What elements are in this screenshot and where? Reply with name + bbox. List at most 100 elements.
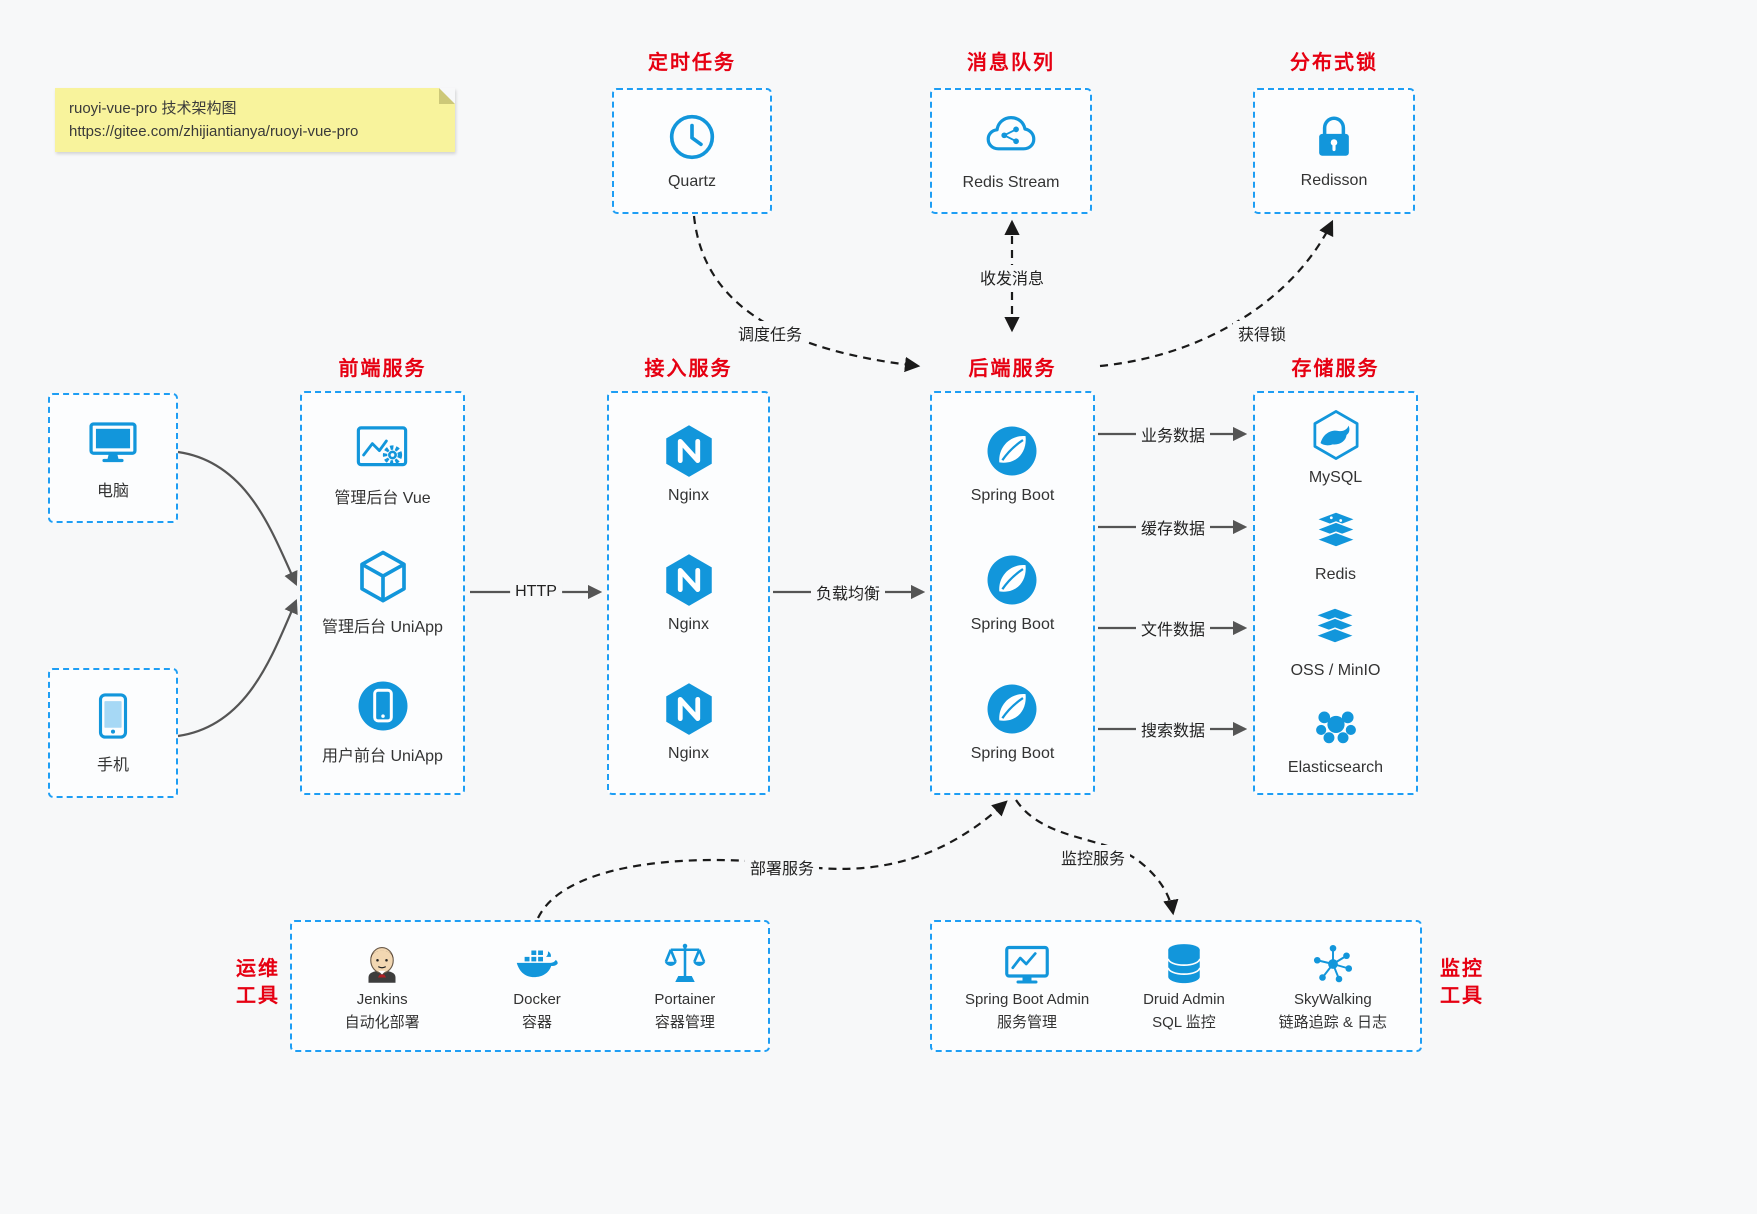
client-phone-label: 手机 (96, 757, 129, 774)
node-nginx-2: Nginx (661, 552, 717, 634)
monitoring-title-line1: 监控 (1440, 958, 1484, 980)
portainer-desc: 容器管理 (654, 1014, 715, 1031)
nginx-icon (661, 423, 717, 479)
message-queue-title: 消息队列 (967, 52, 1055, 74)
cloud-share-icon (984, 110, 1038, 164)
ops-tools-title: 运维 工具 (230, 956, 286, 1010)
skywalking-icon (1309, 940, 1357, 988)
edge-label-search-data: 搜索数据 (1135, 717, 1211, 741)
tool-spring-boot-admin: Spring Boot Admin 服务管理 (965, 940, 1089, 1032)
node-user-uniapp: 用户前台 UniApp (322, 678, 443, 766)
ops-title-line2: 工具 (236, 985, 280, 1007)
mysql-icon (1310, 409, 1362, 461)
springboot-label: Spring Boot (970, 615, 1055, 633)
tool-jenkins: Jenkins 自动化部署 (345, 940, 420, 1032)
druid-name: Druid Admin (1143, 991, 1225, 1008)
redis-stream-label: Redis Stream (962, 174, 1060, 191)
druid-icon (1160, 940, 1208, 988)
portainer-name: Portainer (654, 991, 716, 1008)
edge-label-load-balance: 负载均衡 (810, 580, 886, 604)
mysql-label: MySQL (1308, 469, 1363, 487)
nginx-label: Nginx (668, 745, 709, 763)
lock-icon (1309, 112, 1359, 162)
client-phone-box: 手机 (48, 668, 178, 798)
oss-stack-icon (1310, 604, 1360, 654)
user-app-icon (355, 678, 411, 734)
oss-label: OSS / MinIO (1290, 662, 1381, 680)
sba-name: Spring Boot Admin (964, 991, 1090, 1008)
distributed-lock-title: 分布式锁 (1290, 52, 1378, 74)
skywalking-name: SkyWalking (1293, 991, 1372, 1008)
node-admin-vue: 管理后台 Vue (334, 420, 431, 508)
node-nginx-1: Nginx (661, 423, 717, 505)
node-mysql: MySQL (1309, 409, 1362, 487)
edge-label-deploy: 部署服务 (744, 855, 820, 879)
skywalking-desc: 链路追踪 & 日志 (1278, 1014, 1388, 1031)
ops-title-line1: 运维 (236, 958, 280, 980)
docker-icon (513, 940, 561, 988)
backend-box: Spring Boot Spring Boot Spring Boot (930, 391, 1095, 795)
monitoring-title-line2: 工具 (1440, 985, 1484, 1007)
monitoring-tools-box: Spring Boot Admin 服务管理 Druid Admin SQL 监… (930, 920, 1422, 1052)
edge-phone-to-frontend (177, 599, 298, 738)
redis-stream-box: Redis Stream (930, 88, 1092, 214)
quartz-box: Quartz (612, 88, 772, 214)
uniapp-box-icon (355, 549, 411, 605)
spring-icon (984, 552, 1040, 608)
jenkins-icon (358, 940, 406, 988)
quartz-label: Quartz (667, 173, 716, 190)
admin-uniapp-label: 管理后台 UniApp (322, 618, 443, 636)
nginx-icon (661, 681, 717, 737)
sba-desc: 服务管理 (997, 1014, 1058, 1031)
springboot-label: Spring Boot (970, 486, 1055, 504)
frontend-title: 前端服务 (338, 358, 427, 380)
edge-lock-arrow (1099, 219, 1334, 368)
nginx-label: Nginx (668, 615, 709, 633)
user-uniapp-label: 用户前台 UniApp (322, 748, 443, 766)
backend-title: 后端服务 (968, 358, 1057, 380)
clock-icon (666, 111, 718, 163)
desktop-icon (87, 415, 139, 467)
sticky-note: ruoyi-vue-pro 技术架构图 https://gitee.com/zh… (55, 88, 455, 152)
gateway-box: Nginx Nginx Nginx (607, 391, 770, 795)
gateway-title: 接入服务 (644, 358, 733, 380)
edge-label-lock: 获得锁 (1232, 321, 1292, 345)
node-springboot-2: Spring Boot (970, 552, 1055, 634)
elasticsearch-label: Elasticsearch (1287, 758, 1384, 776)
tool-portainer: Portainer 容器管理 (654, 940, 715, 1032)
phone-icon (88, 691, 138, 741)
client-pc-box: 电脑 (48, 393, 178, 523)
redis-label: Redis (1315, 565, 1356, 583)
redis-stack-icon (1311, 508, 1361, 558)
monitoring-tools-title: 监控 工具 (1434, 956, 1490, 1010)
tool-druid-admin: Druid Admin SQL 监控 (1143, 940, 1225, 1032)
ops-tools-box: Jenkins 自动化部署 Docker 容器 Portainer 容器管理 (290, 920, 770, 1052)
edge-pc-to-frontend (177, 450, 298, 586)
client-pc-label: 电脑 (96, 483, 129, 500)
node-nginx-3: Nginx (661, 681, 717, 763)
frontend-box: 管理后台 Vue 管理后台 UniApp 用户前台 UniApp (300, 391, 465, 795)
note-title: ruoyi-vue-pro 技术架构图 (69, 100, 237, 117)
portainer-icon (661, 940, 709, 988)
edge-label-monitor: 监控服务 (1055, 845, 1131, 869)
scheduled-task-title: 定时任务 (648, 52, 736, 74)
jenkins-name: Jenkins (356, 991, 408, 1008)
node-springboot-3: Spring Boot (970, 681, 1055, 763)
edge-label-cache-data: 缓存数据 (1135, 515, 1211, 539)
jenkins-desc: 自动化部署 (344, 1014, 420, 1031)
docker-desc: 容器 (522, 1014, 553, 1031)
edge-label-http: HTTP (510, 583, 562, 601)
tool-skywalking: SkyWalking 链路追踪 & 日志 (1279, 940, 1387, 1032)
springboot-label: Spring Boot (970, 745, 1055, 763)
docker-name: Docker (513, 991, 561, 1008)
node-redis: Redis (1311, 508, 1361, 584)
edge-label-business-data: 业务数据 (1135, 422, 1211, 446)
edge-label-message: 收发消息 (974, 265, 1050, 289)
tool-docker: Docker 容器 (513, 940, 561, 1032)
storage-title: 存储服务 (1291, 358, 1380, 380)
note-url: https://gitee.com/zhijiantianya/ruoyi-vu… (69, 123, 359, 141)
storage-box: MySQL Redis OSS / MinIO Elasticsearch (1253, 391, 1418, 795)
node-admin-uniapp: 管理后台 UniApp (322, 549, 443, 637)
spring-icon (984, 423, 1040, 479)
